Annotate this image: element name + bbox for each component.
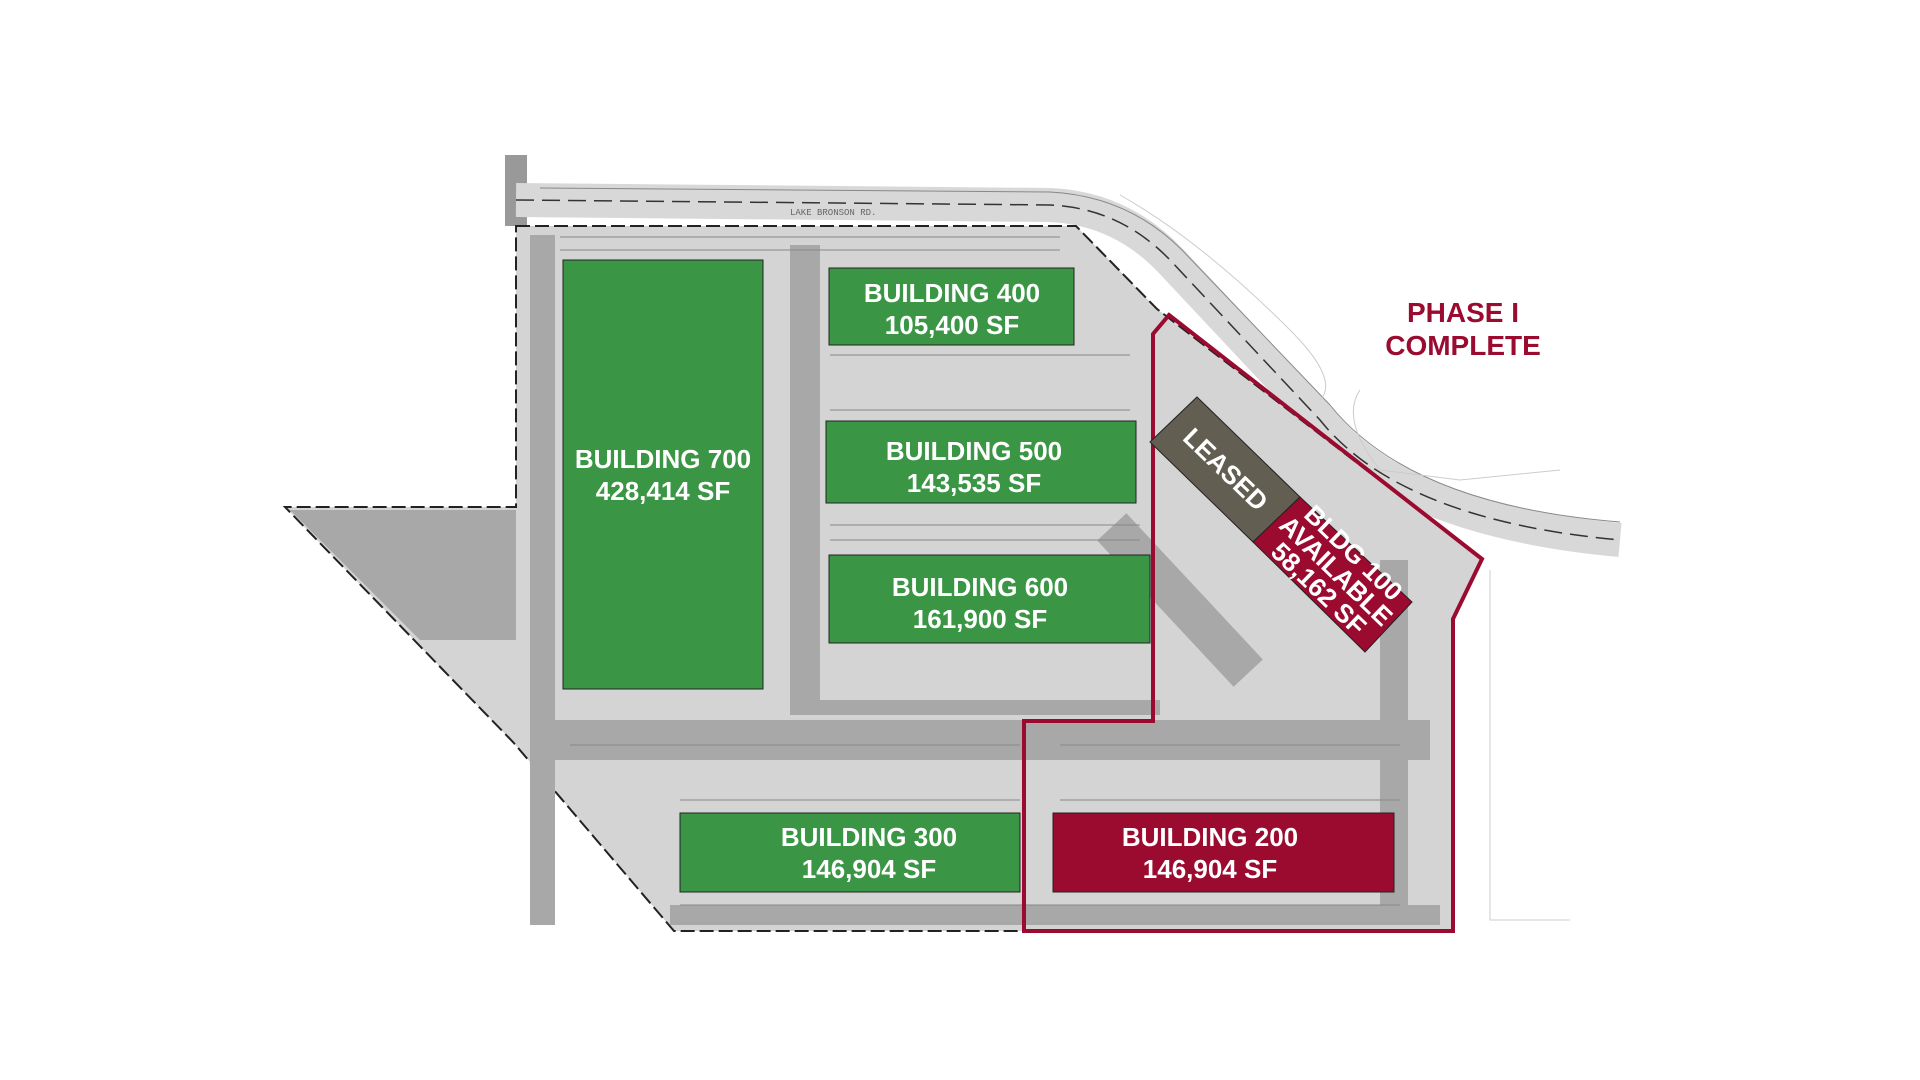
- road-label: LAKE BRONSON RD.: [790, 208, 876, 218]
- svg-text:BUILDING 700: BUILDING 700: [575, 444, 751, 474]
- building-700[interactable]: BUILDING 700 428,414 SF: [562, 259, 764, 690]
- svg-text:428,414 SF: 428,414 SF: [596, 476, 730, 506]
- parking-rows: [560, 236, 1400, 906]
- svg-text:PHASE I: PHASE I: [1407, 297, 1519, 328]
- svg-text:BUILDING 600: BUILDING 600: [892, 572, 1068, 602]
- svg-text:COMPLETE: COMPLETE: [1385, 330, 1541, 361]
- phase-i-complete-label: PHASE I COMPLETE: [1385, 297, 1541, 361]
- svg-text:161,900 SF: 161,900 SF: [913, 604, 1047, 634]
- svg-text:146,904 SF: 146,904 SF: [802, 854, 936, 884]
- svg-text:BUILDING 200: BUILDING 200: [1122, 822, 1298, 852]
- svg-text:146,904 SF: 146,904 SF: [1143, 854, 1277, 884]
- building-200[interactable]: BUILDING 200 146,904 SF: [1052, 812, 1395, 893]
- building-300[interactable]: BUILDING 300 146,904 SF: [679, 812, 1021, 893]
- svg-text:105,400 SF: 105,400 SF: [885, 310, 1019, 340]
- svg-text:BUILDING 500: BUILDING 500: [886, 436, 1062, 466]
- svg-text:143,535 SF: 143,535 SF: [907, 468, 1041, 498]
- building-400[interactable]: BUILDING 400 105,400 SF: [828, 267, 1075, 346]
- phase-i-boundary: [1022, 312, 1485, 933]
- lake-bronson-road: LAKE BRONSON RD.: [505, 155, 1622, 921]
- svg-text:BUILDING 300: BUILDING 300: [781, 822, 957, 852]
- svg-text:BUILDING 400: BUILDING 400: [864, 278, 1040, 308]
- building-500[interactable]: BUILDING 500 143,535 SF: [825, 420, 1137, 504]
- building-600[interactable]: BUILDING 600 161,900 SF: [828, 554, 1151, 644]
